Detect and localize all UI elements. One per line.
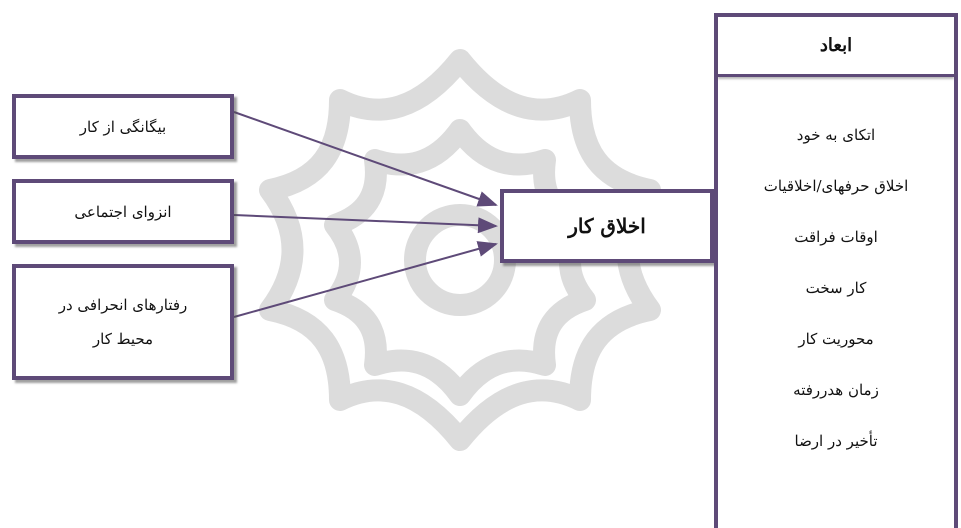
arrow-alienation-to-work-ethic [233, 111, 498, 207]
input-label: بیگانگی از کار [79, 117, 167, 136]
input-label: انزوای اجتماعی [74, 202, 172, 221]
dimensions-panel-title: ابعاد [718, 17, 954, 77]
central-concept-box: اخلاق کار [500, 189, 714, 263]
dimension-item: محوریت کار [798, 330, 874, 348]
dimension-item: اوقات فراقت [794, 228, 878, 246]
dimension-item: تأخیر در ارضا [794, 432, 878, 450]
arrow-deviance-to-work-ethic [233, 241, 498, 318]
input-box-work-alienation: بیگانگی از کار [12, 94, 234, 159]
arrow-isolation-to-work-ethic [233, 214, 498, 234]
dimensions-panel: ابعاد اتکای به خود اخلاق حرفهای/اخلاقیات… [714, 13, 958, 528]
dimension-item: اخلاق حرفهای/اخلاقیات [763, 177, 909, 195]
dimension-item: کار سخت [805, 279, 867, 297]
input-label-line-1: رفتارهای انحرافی در [58, 296, 188, 314]
dimensions-list: اتکای به خود اخلاق حرفهای/اخلاقیات اوقات… [718, 77, 954, 467]
input-box-workplace-deviance: رفتارهای انحرافی در محیط کار [12, 264, 234, 380]
dimension-item: زمان هدررفته [793, 381, 879, 399]
input-box-social-isolation: انزوای اجتماعی [12, 179, 234, 244]
dimension-item: اتکای به خود [796, 126, 876, 144]
input-label-line-2: محیط کار [92, 330, 154, 348]
central-concept-label: اخلاق کار [568, 214, 646, 238]
